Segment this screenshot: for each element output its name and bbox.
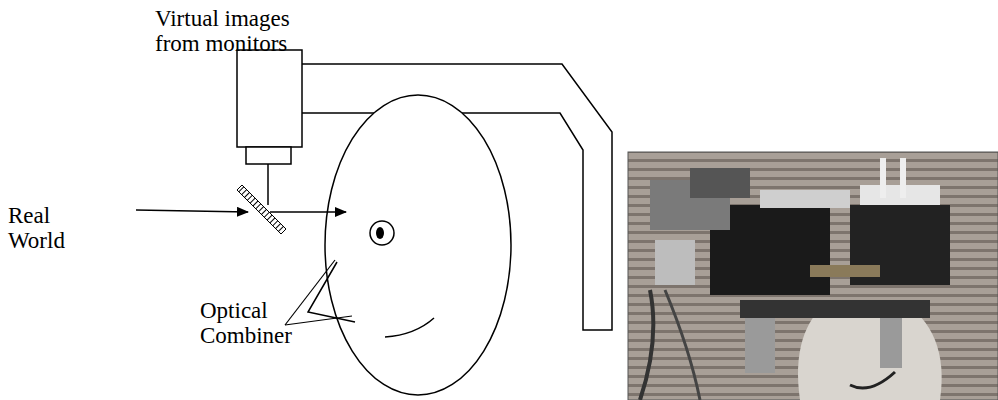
optical-combiner-plate bbox=[237, 185, 286, 234]
leader-line bbox=[285, 316, 352, 325]
head-outline bbox=[325, 95, 511, 395]
eye bbox=[370, 221, 394, 245]
monitor-lens bbox=[246, 147, 291, 164]
nose bbox=[308, 262, 355, 322]
real-world-arrow bbox=[136, 210, 248, 212]
combined-ray-arrow bbox=[270, 211, 346, 213]
leader-line bbox=[285, 260, 335, 325]
annotation-label: Real World bbox=[8, 203, 88, 253]
pupil bbox=[376, 227, 384, 239]
mouth bbox=[385, 318, 434, 337]
hmd-photo bbox=[628, 152, 998, 400]
annotation-label: Optical Combiner bbox=[200, 298, 300, 348]
annotation-label: Virtual images from monitors bbox=[155, 6, 325, 56]
monitor-box bbox=[237, 50, 302, 147]
image-ray bbox=[267, 164, 269, 205]
